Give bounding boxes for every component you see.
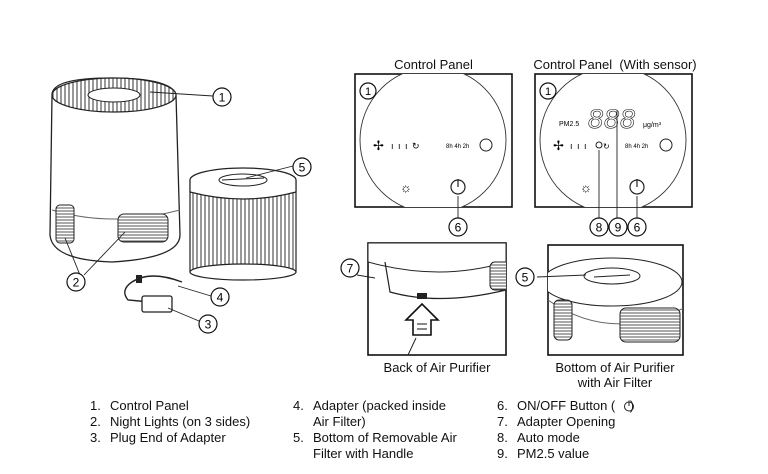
callout-8: 8 (589, 217, 609, 237)
auto-mode-icon (595, 141, 603, 149)
callout-1-panel-sensor: 1 (539, 82, 557, 100)
svg-text:2: 2 (73, 276, 80, 290)
svg-text:4: 4 (217, 291, 224, 305)
pm25-display: 888 (588, 104, 636, 134)
bottom-of-purifier-caption-line2: with Air Filter (577, 375, 653, 390)
callout-7: 7 (340, 258, 360, 278)
control-panel-figure: ✢ ı ı ı ↻ 8h 4h 2h ☼ (354, 73, 513, 208)
callout-5-right: 5 (515, 267, 535, 287)
svg-text:6: 6 (634, 221, 641, 235)
callout-9: 9 (608, 217, 628, 237)
legend-column-2: 4.Adapter (packed inside Air Filter) 5.B… (293, 398, 457, 462)
callout-4: 4 (210, 287, 230, 307)
callout-2: 2 (66, 272, 86, 292)
fan-icon: ✢ (373, 138, 384, 153)
legend-item: 4.Adapter (packed inside (293, 398, 446, 413)
legend-item: 6.ON/OFF Button ( ) (497, 398, 635, 413)
svg-text:5: 5 (522, 271, 529, 285)
timer-labels-sensor: 8h 4h 2h (625, 144, 648, 150)
svg-text:9: 9 (615, 221, 622, 235)
legend-column-1: 1.Control Panel 2.Night Lights (on 3 sid… (90, 398, 250, 446)
control-panel-sensor-figure: PM2.5 888 μg/m³ ✢ ı ı ı ↻ 8h 4h 2h ☼ (534, 73, 693, 208)
night-light-icon: ☼ (400, 180, 412, 195)
svg-text:8: 8 (596, 221, 603, 235)
timer-labels: 8h 4h 2h (446, 144, 469, 150)
callout-1-panel: 1 (359, 82, 377, 100)
callout-6-panel-sensor: 6 (627, 217, 647, 237)
unit-label: μg/m³ (643, 122, 662, 129)
legend-item: 8.Auto mode (497, 430, 580, 445)
back-of-purifier-caption: Back of Air Purifier (383, 360, 491, 375)
svg-text:5: 5 (299, 161, 306, 175)
callout-5-left: 5 (292, 157, 312, 177)
sleep-icon: ↻ (603, 142, 610, 151)
power-icon-inline (624, 400, 634, 412)
night-light-icon-sensor: ☼ (580, 180, 592, 195)
control-panel-sensor-title: Control Panel (With sensor) (533, 57, 697, 72)
legend-column-3: 6.ON/OFF Button ( ) 7.Adapter Opening 8.… (497, 398, 634, 462)
control-panel-title: Control Panel (394, 57, 473, 72)
legend-item: 1.Control Panel (90, 398, 189, 413)
adapter-illustration (124, 275, 183, 313)
air-filter-illustration (189, 167, 297, 281)
timer-icon-sensor (659, 138, 673, 152)
svg-text:6: 6 (455, 221, 462, 235)
pm25-label: PM2.5 (559, 121, 579, 128)
callout-3: 3 (198, 314, 218, 334)
leader-lines-panels (457, 110, 638, 218)
legend-item: 5.Bottom of Removable Air (293, 430, 457, 445)
svg-text:7: 7 (347, 262, 354, 276)
bottom-of-purifier-figure (536, 244, 684, 356)
bottom-of-purifier-caption-line1: Bottom of Air Purifier (555, 360, 675, 375)
legend-item: 3.Plug End of Adapter (90, 430, 226, 445)
svg-text:1: 1 (219, 91, 226, 105)
svg-text:1: 1 (545, 86, 551, 98)
callout-6-panel: 6 (448, 217, 468, 237)
legend-item: 2.Night Lights (on 3 sides) (90, 414, 251, 429)
callout-1-left: 1 (212, 87, 232, 107)
legend-item: Filter with Handle (313, 446, 414, 461)
back-of-purifier-figure (356, 242, 507, 356)
fan-icon-sensor: ✢ (553, 138, 564, 153)
timer-icon (479, 138, 493, 152)
legend-item: Air Filter) (313, 414, 366, 429)
leader-lines-left (64, 91, 294, 322)
fan-speed-bars-icon-sensor: ı ı ı (570, 141, 588, 151)
svg-text:1: 1 (365, 86, 371, 98)
svg-text:3: 3 (205, 318, 212, 332)
fan-speed-bars-icon: ı ı ı ↻ (391, 141, 421, 151)
legend-item: 7.Adapter Opening (497, 414, 616, 429)
purifier-unit-illustration (49, 77, 181, 263)
legend-item: 9.PM2.5 value (497, 446, 590, 461)
